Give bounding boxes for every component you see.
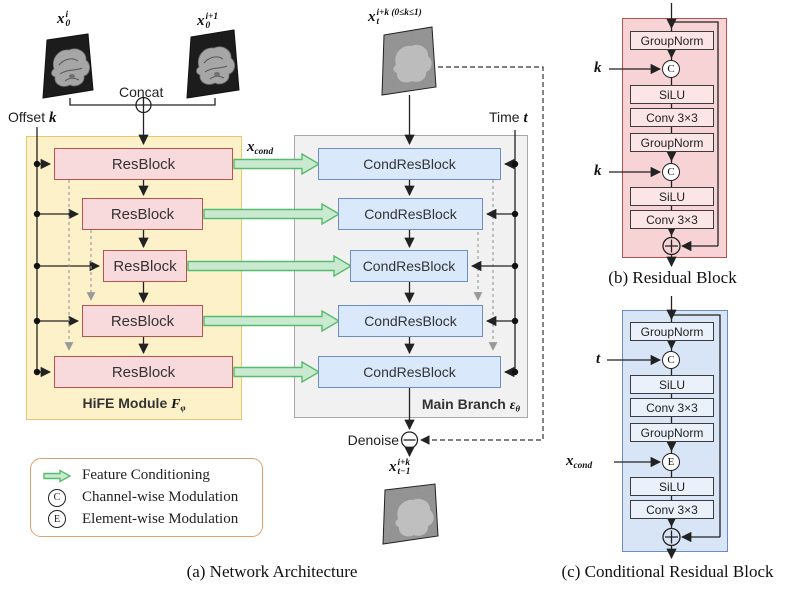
denoise-label: Denoise [347, 432, 399, 448]
noisy-input-dashed-path [420, 66, 544, 445]
denoised-output-image [382, 483, 439, 545]
rb-conv-2: Conv 3×3 [630, 210, 714, 229]
condresblock-1: CondResBlock [318, 148, 501, 180]
rb-groupnorm-1: GroupNorm [630, 31, 714, 50]
crb-channel-modulation-icon: C [662, 351, 680, 369]
denoise-node [400, 431, 419, 458]
offset-k-label: Offset k [8, 109, 57, 126]
crb-silu-2: SiLU [630, 477, 714, 496]
time-line [470, 130, 519, 378]
condresblock-2: CondResBlock [338, 198, 483, 230]
legend-feature-conditioning: Feature Conditioning [41, 465, 252, 487]
caption-c: (c) Conditional Residual Block [561, 562, 774, 581]
crb-groupnorm-2: GroupNorm [630, 423, 714, 442]
xcond-label: xcond [247, 139, 274, 157]
rb-k-label-2: k [594, 163, 602, 179]
legend-channel-modulation: C Channel-wise Modulation [41, 487, 252, 509]
rb-groupnorm-2: GroupNorm [630, 133, 714, 152]
resblock-3: ResBlock [103, 250, 187, 282]
hife-math-symbol: Fφ [171, 397, 186, 413]
circle-c-icon: C [41, 488, 73, 507]
crb-element-modulation-icon: E [662, 453, 680, 471]
rb-conv-1: Conv 3×3 [630, 108, 714, 127]
rb-k-label-1: k [594, 60, 602, 76]
feature-conditioning-arrow-icon [41, 469, 73, 483]
rb-silu-2: SiLU [630, 187, 714, 206]
crb-conv-1: Conv 3×3 [630, 398, 714, 417]
concat-node [69, 96, 216, 146]
noisy-input-image [381, 26, 437, 96]
condresblock-4: CondResBlock [338, 305, 483, 337]
offset-line [33, 127, 101, 378]
hife-skip-dashed [64, 180, 96, 351]
crb-xcond-label: xcond [566, 453, 593, 471]
legend-element-modulation: E Element-wise Modulation [41, 508, 252, 530]
feature-conditioning-arrows [187, 152, 353, 384]
hife-module-label: HiFE Module Fφ [82, 395, 186, 413]
caption-b: (b) Residual Block [608, 268, 737, 287]
crb-conv-2: Conv 3×3 [630, 500, 714, 519]
condresblock-3: CondResBlock [350, 250, 468, 282]
mri-slice-i1-image [186, 29, 240, 99]
crb-silu-1: SiLU [630, 375, 714, 394]
resblock-4: ResBlock [82, 305, 203, 337]
condresblock-5: CondResBlock [318, 356, 501, 388]
time-t-label: Time t [489, 109, 528, 126]
main-branch-label: Main Branch εθ [421, 396, 520, 414]
crb-t-label: t [596, 351, 601, 367]
rb-silu-1: SiLU [630, 85, 714, 104]
rb-channel-modulation-icon-2: C [662, 163, 680, 181]
rb-channel-modulation-icon: C [662, 60, 680, 78]
caption-a: (a) Network Architecture [186, 562, 358, 581]
crb-groupnorm-1: GroupNorm [630, 322, 714, 341]
resblock-2: ResBlock [82, 198, 203, 230]
resblock-1: ResBlock [54, 148, 233, 180]
main-skip-dashed [473, 180, 498, 351]
mri-slice-i-image [42, 33, 94, 99]
legend-box: Feature Conditioning C Channel-wise Modu… [30, 458, 263, 537]
resblock-5: ResBlock [54, 356, 233, 388]
concat-label: Concat [119, 84, 164, 100]
main-math-symbol: εθ [509, 398, 520, 414]
circle-e-icon: E [41, 510, 73, 529]
